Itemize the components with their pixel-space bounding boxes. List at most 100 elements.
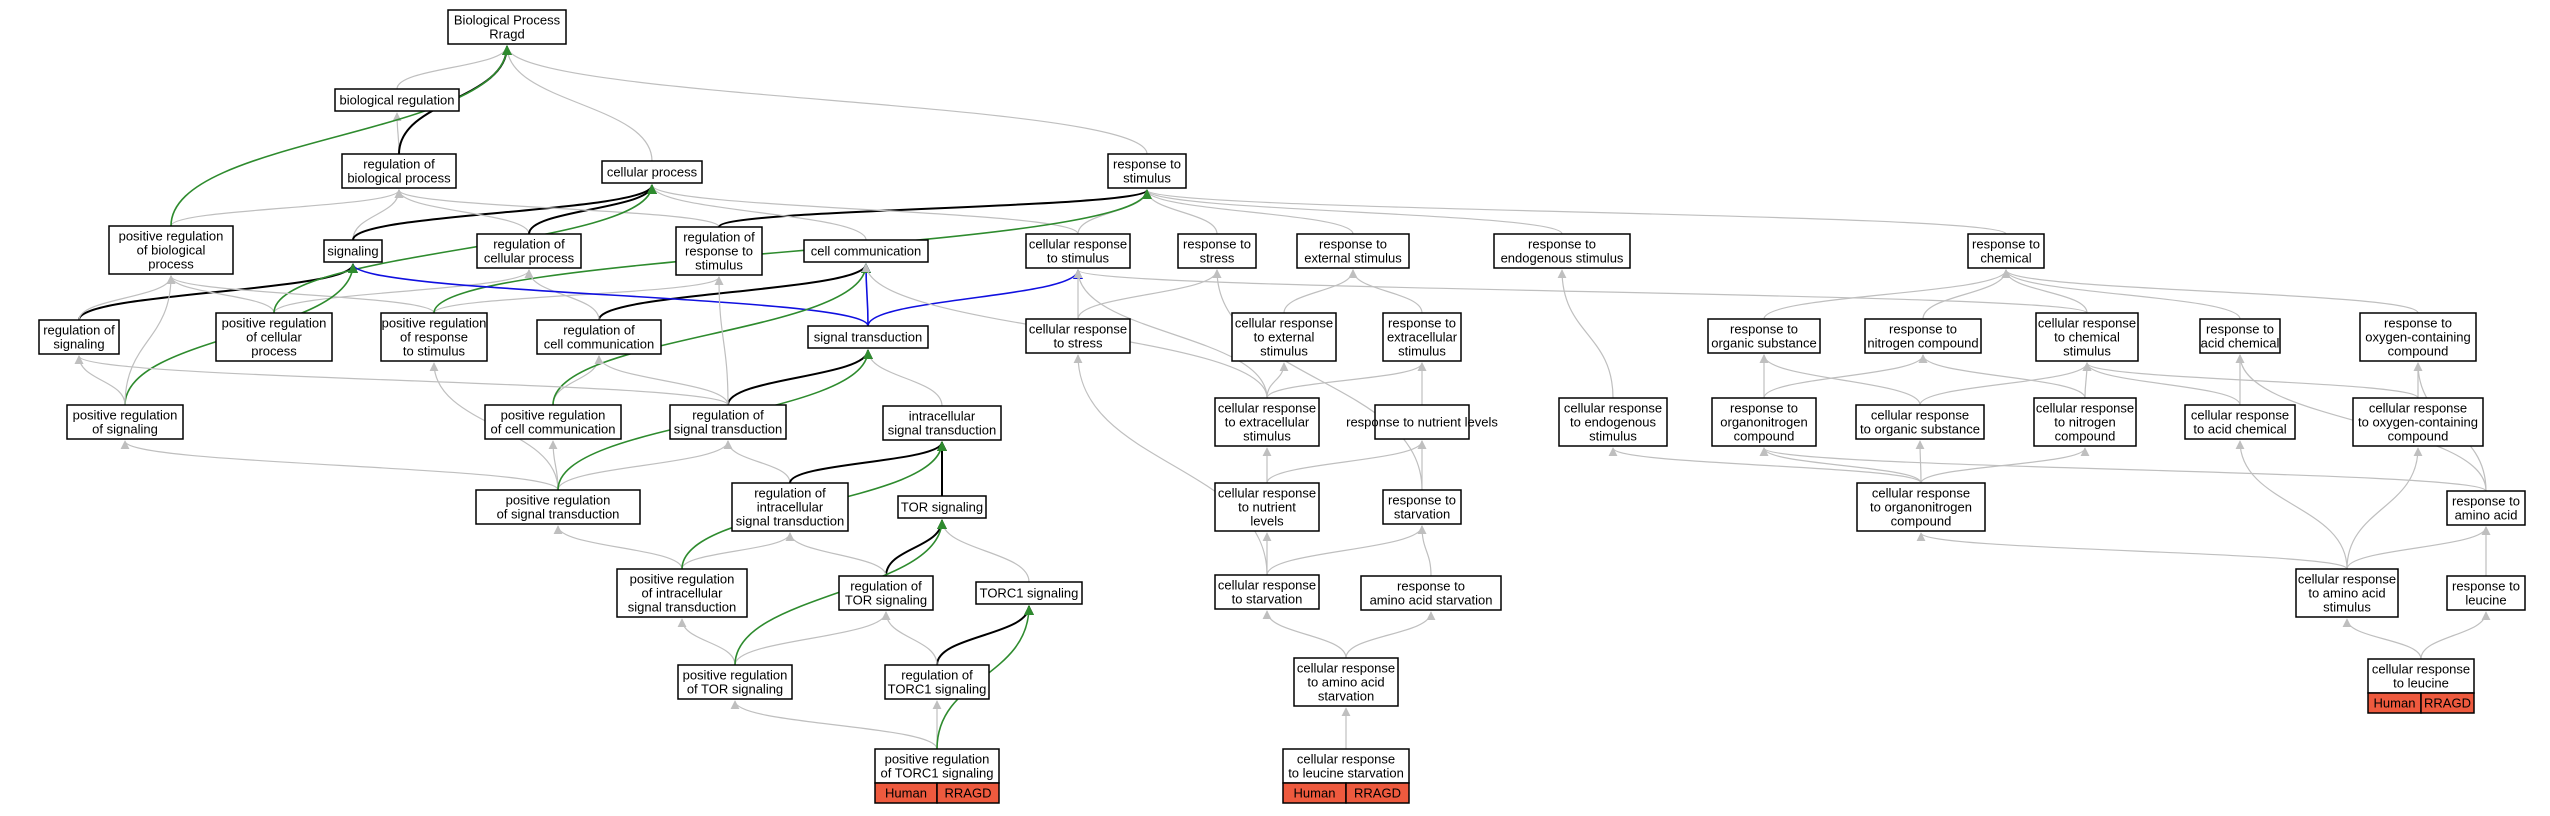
edge-cellproc-to-bp — [502, 45, 653, 162]
node-label: regulation of — [754, 486, 826, 501]
go-term-node-cellcomm[interactable]: cell communication — [803, 239, 929, 263]
gene-label: RRAGD — [945, 786, 992, 801]
node-label: response to — [1889, 322, 1957, 337]
node-box — [1177, 233, 1257, 269]
node-label: acid chemical — [2201, 336, 2280, 351]
node-label: compound — [1734, 429, 1795, 444]
edge-bioreg-to-bp — [396, 45, 512, 90]
node-label: of signal transduction — [497, 507, 620, 522]
edge-posregsig-to-posregbp — [124, 275, 176, 406]
node-label: of TORC1 signaling — [881, 766, 994, 781]
edge-rendo-to-rstim — [1142, 189, 1563, 235]
node-label: response to — [2452, 494, 2520, 509]
node-box — [1856, 482, 1986, 532]
go-term-node-torc1[interactable]: TORC1 signaling — [975, 581, 1083, 605]
node-box — [108, 225, 234, 275]
node-box — [675, 226, 763, 276]
node-label: stimulus — [1398, 344, 1446, 359]
node-label: cellular response — [1872, 486, 1970, 501]
node-box — [1707, 318, 1821, 354]
node-label: regulation of — [563, 323, 635, 338]
node-label: cellular response — [2372, 662, 2470, 677]
node-label: organic substance — [1711, 336, 1817, 351]
edge-crorgn-to-rorgn — [1759, 447, 1922, 484]
node-box — [2446, 575, 2526, 611]
edge-regst-to-regrs — [714, 276, 729, 406]
go-term-node-rnutr[interactable]: response to nutrient levels — [1346, 404, 1498, 440]
node-label: process — [148, 257, 194, 272]
node-box — [616, 568, 748, 618]
node-label: compound — [2388, 344, 2449, 359]
node-label: to nutrient — [1238, 500, 1296, 515]
node-label: Biological Process — [454, 13, 561, 28]
go-term-node-signaling[interactable]: signaling — [323, 239, 383, 263]
node-label: response to — [1113, 157, 1181, 172]
node-box — [1231, 312, 1337, 362]
go-term-node-tor[interactable]: TOR signaling — [897, 495, 987, 519]
node-label: positive regulation — [382, 316, 487, 331]
go-term-node-bioreg[interactable]: biological regulation — [334, 88, 460, 112]
go-term-node-sigtrans[interactable]: signal transduction — [807, 325, 929, 349]
node-box — [2352, 397, 2484, 447]
gene-tag — [1345, 782, 1410, 804]
node-label: of TOR signaling — [687, 682, 783, 697]
node-label: cellular response — [1871, 408, 1969, 423]
node-label: cellular response — [1297, 661, 1395, 676]
edge-craa-to-cracid — [2235, 440, 2348, 570]
go-term-node-cellproc[interactable]: cellular process — [601, 160, 703, 184]
node-label: positive regulation — [222, 316, 327, 331]
